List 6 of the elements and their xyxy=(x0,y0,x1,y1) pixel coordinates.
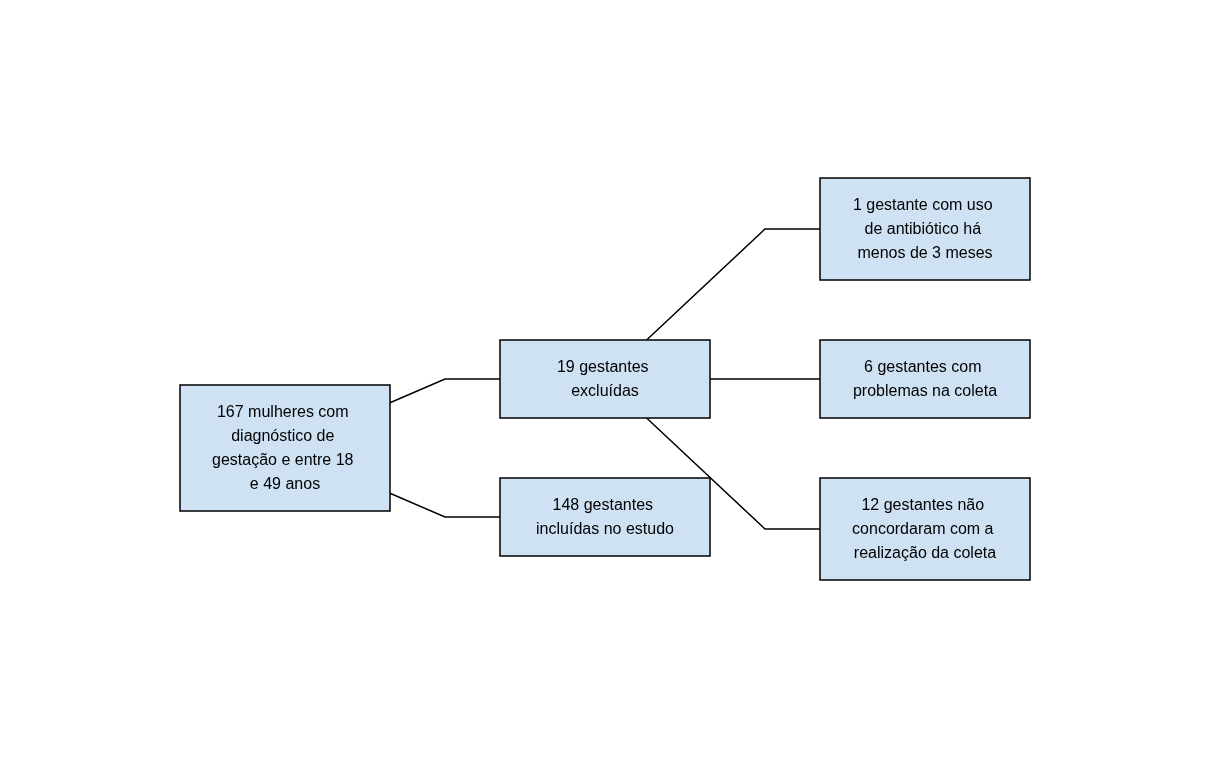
node-box: 6 gestantes com problemas na coleta xyxy=(818,339,1031,419)
node-box: 19 gestantes excluídas xyxy=(498,339,711,419)
node-box: 1 gestante com uso de antibiótico há menos de 3 meses xyxy=(818,177,1031,281)
node-box: 167 mulheres com diagnóstico de gestação e entre 18 e 49 anos xyxy=(178,384,391,512)
node-box: 148 gestantes incluídas no estudo xyxy=(498,477,711,557)
node-box: 12 gestantes não concordaram com a realização da coleta xyxy=(818,477,1031,581)
